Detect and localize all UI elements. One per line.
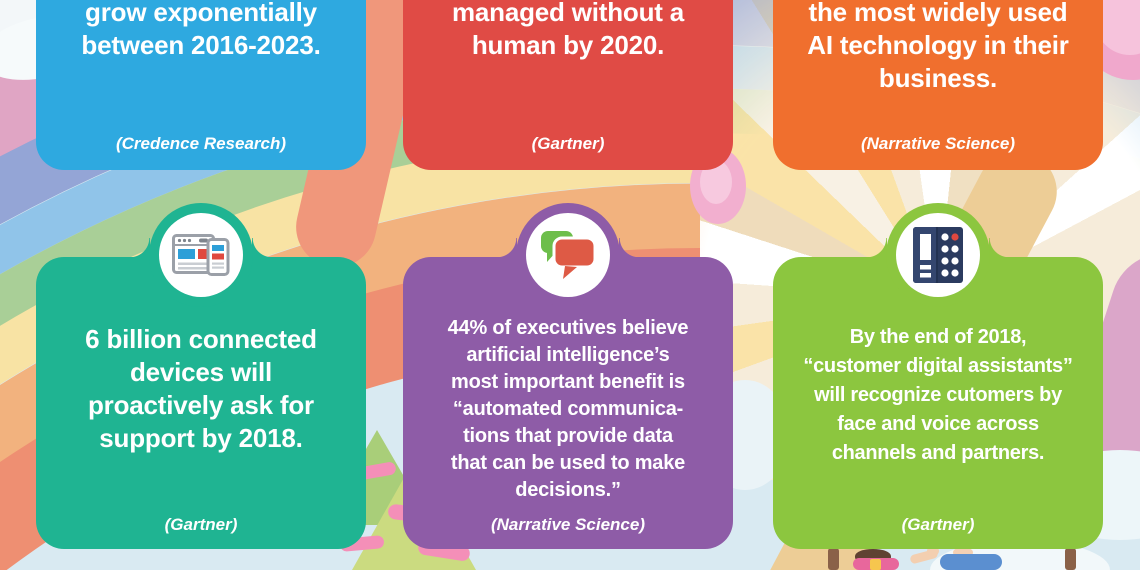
- badge-fillet: [497, 238, 517, 258]
- chat-bubbles-icon: [541, 231, 597, 279]
- badge-fillet: [619, 238, 639, 258]
- stat-text: By the end of 2018, “customer digital as…: [803, 326, 1073, 464]
- stat-text: 6 billion connected devices will proacti…: [85, 324, 317, 453]
- badge-fillet: [989, 238, 1009, 258]
- browser-devices-icon: [172, 234, 230, 276]
- stat-text: the most widely used AI technology in th…: [807, 0, 1069, 93]
- stat-source: (Narrative Science): [860, 134, 1016, 153]
- badge-circle: [896, 213, 980, 297]
- stat-source: (Credence Research): [115, 134, 287, 153]
- stat-text: managed without a human by 2020.: [451, 0, 685, 60]
- stat-card-executives-benefit: 44% of executives believe artificial int…: [403, 203, 733, 549]
- stat-source: (Gartner): [164, 515, 238, 534]
- stat-card-market-growth: grow exponentially between 2016-2023. (C…: [36, 0, 366, 170]
- boy-head: [953, 547, 973, 558]
- badge-circle: [159, 213, 243, 297]
- badge-circle: [526, 213, 610, 297]
- boy-shirt: [940, 554, 1002, 570]
- stat-card-connected-devices: 6 billion connected devices will proacti…: [36, 203, 366, 549]
- stat-source: (Gartner): [901, 515, 975, 534]
- basket-pole: [828, 548, 839, 570]
- badge-fillet: [867, 238, 887, 258]
- girl-vest: [870, 559, 881, 570]
- kids-in-balloon-basket: [815, 540, 1095, 570]
- answering-machine-icon: [913, 227, 963, 283]
- stat-source: (Gartner): [531, 134, 605, 153]
- stat-card-most-widely-used-ai: the most widely used AI technology in th…: [773, 0, 1103, 170]
- stat-card-managed-without-human: managed without a human by 2020. (Gartne…: [403, 0, 733, 170]
- stat-source: (Narrative Science): [490, 515, 646, 534]
- stat-card-customer-digital-assistants: By the end of 2018, “customer digital as…: [773, 203, 1103, 549]
- badge-fillet: [252, 238, 272, 258]
- basket-pole: [1065, 548, 1076, 570]
- boy-hand: [927, 546, 939, 556]
- stat-text: 44% of executives believe artificial int…: [447, 317, 689, 501]
- stat-text: grow exponentially between 2016-2023.: [81, 0, 321, 60]
- badge-fillet: [130, 238, 150, 258]
